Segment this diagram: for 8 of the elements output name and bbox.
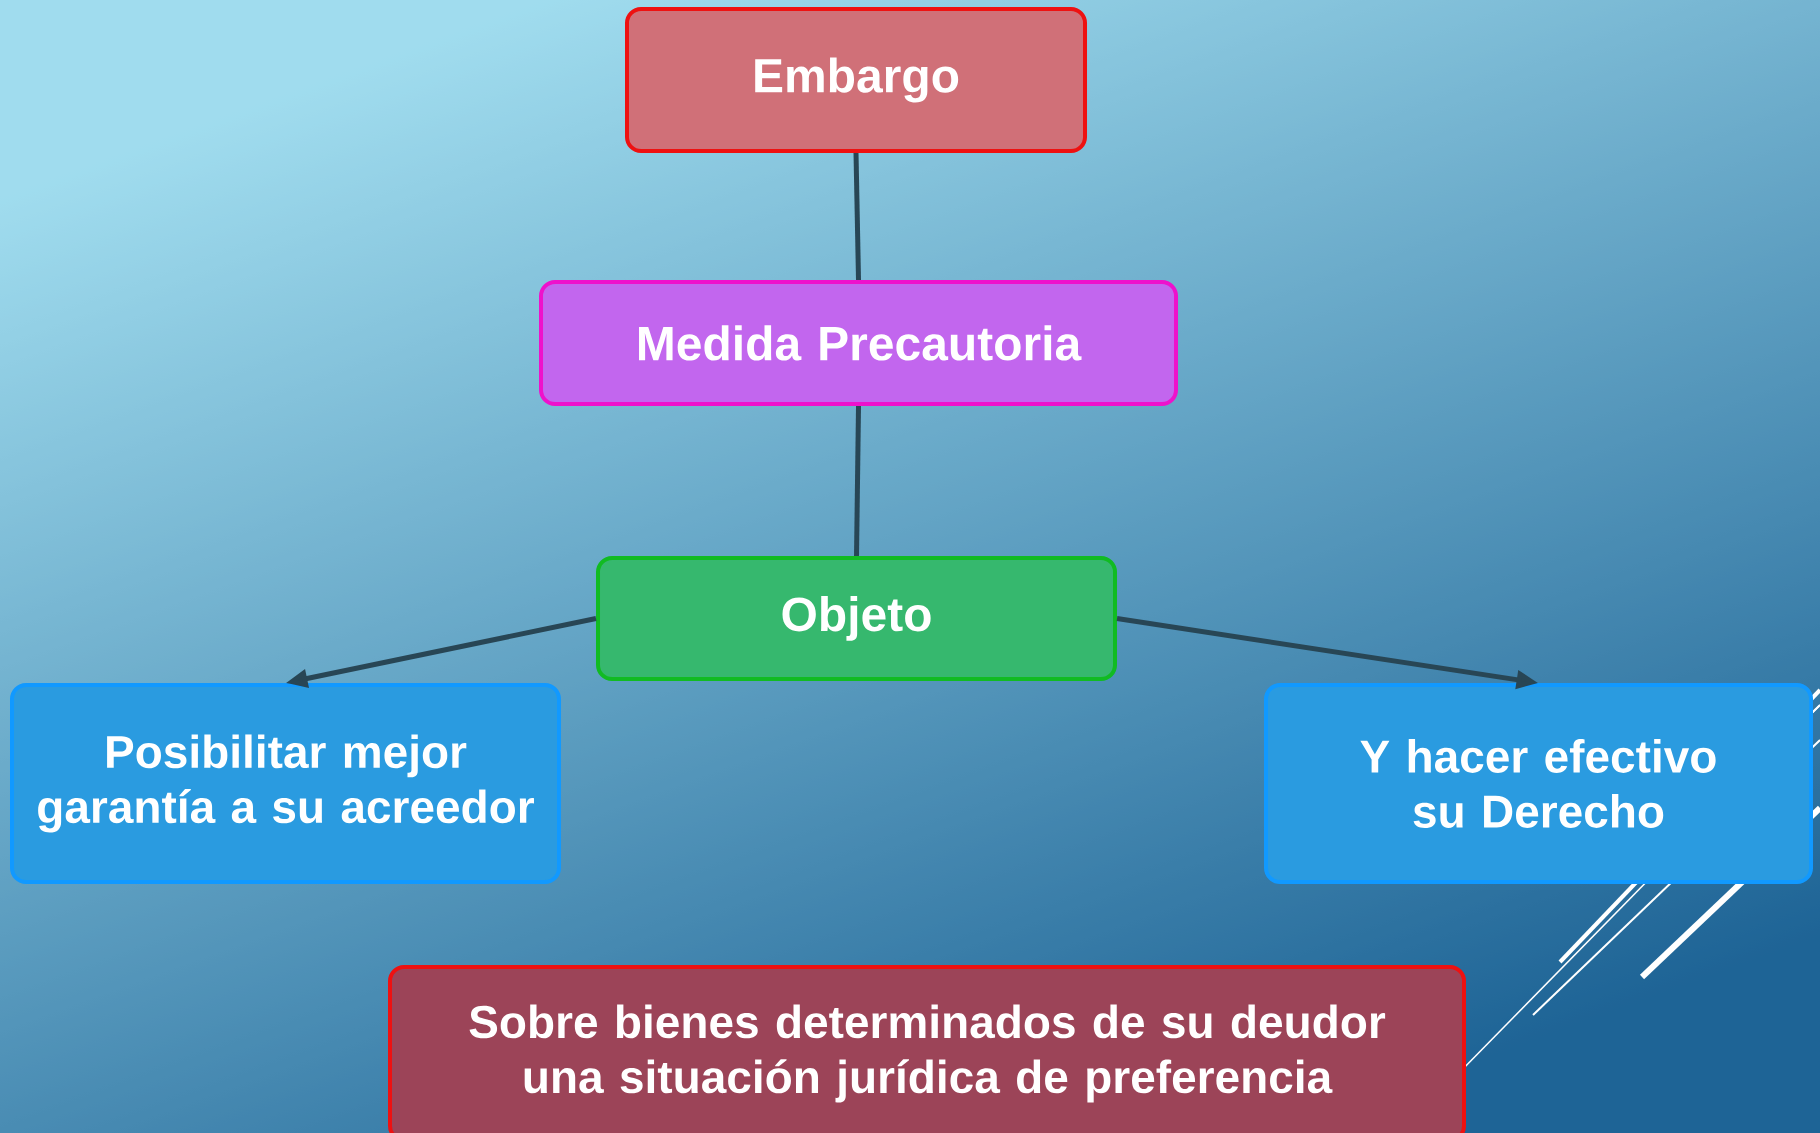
text-box: Embargo	[625, 7, 1087, 153]
text-box: Posibilitar mejor garantía a su acreedor	[10, 683, 561, 884]
text-box: Medida Precautoria	[539, 280, 1178, 406]
connector	[853, 152, 861, 281]
connector	[854, 405, 861, 557]
text-box: Objeto	[596, 556, 1117, 681]
text-box: Sobre bienes determinados de su deudor una situación jurídica de preferencia	[388, 965, 1466, 1133]
text-box: Y hacer efectivo su Derecho	[1264, 683, 1813, 884]
